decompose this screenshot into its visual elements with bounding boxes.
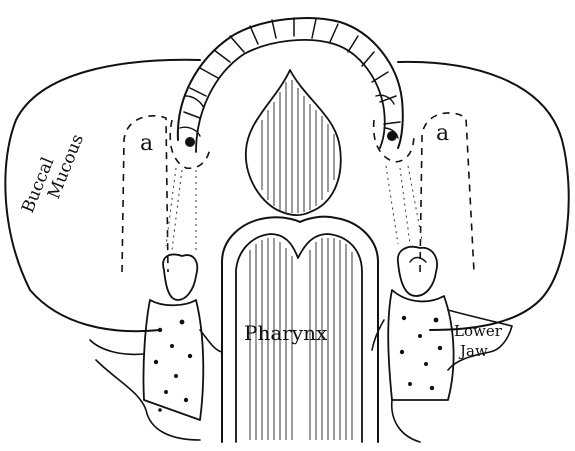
region-a-left-label: a xyxy=(140,131,153,156)
upper-dental-arch xyxy=(178,18,403,152)
lower-jaw-label-line1: Lower xyxy=(454,322,503,340)
soft-palate xyxy=(246,70,341,215)
dashed-tooth-right xyxy=(374,120,414,162)
molar-left xyxy=(185,137,195,147)
lower-jaw-left xyxy=(90,255,222,440)
lower-jaw-right xyxy=(372,247,512,442)
pharynx-label: Pharynx xyxy=(244,321,328,345)
region-a-right-label: a xyxy=(436,121,449,146)
tooth-cusp-right xyxy=(410,258,426,263)
guide-lines xyxy=(166,166,422,250)
buccal-mucous-outline-right xyxy=(398,62,569,330)
molar-right xyxy=(387,131,397,141)
lower-jaw-label-line2: Jaw xyxy=(458,342,488,360)
